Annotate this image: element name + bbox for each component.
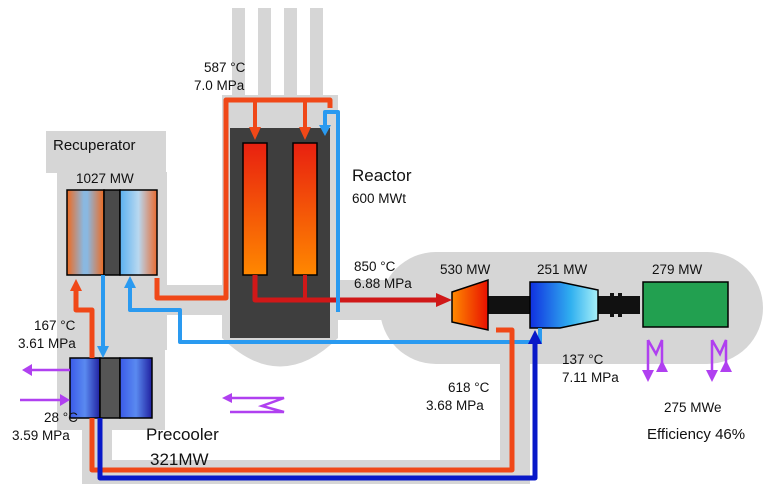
reactor-outlet-pressure: 6.88 MPa bbox=[354, 276, 412, 291]
precooler-bank-left bbox=[69, 357, 101, 419]
recuperator-title: Recuperator bbox=[53, 137, 136, 154]
precooler-out-pressure: 3.59 MPa bbox=[12, 428, 70, 443]
cavity-cooler-coil bbox=[230, 396, 285, 414]
compressor bbox=[529, 281, 599, 329]
flow-turbine-exhaust bbox=[89, 327, 515, 473]
compressor-outlet-pressure: 7.11 MPa bbox=[562, 370, 619, 385]
rod-drive-4 bbox=[310, 8, 323, 98]
efficiency: Efficiency 46% bbox=[647, 426, 746, 443]
arrow-to-turbine bbox=[436, 293, 452, 307]
net-output: 275 MWe bbox=[664, 400, 722, 415]
reactor-power: 600 MWt bbox=[352, 191, 407, 206]
flow-recuperator-to-reactor bbox=[154, 250, 229, 301]
reactor-inlet-pressure: 7.0 MPa bbox=[194, 78, 245, 93]
recuperator-label-box bbox=[46, 131, 166, 173]
fuel-channel-right bbox=[292, 142, 318, 276]
compressor-power: 251 MW bbox=[537, 262, 588, 277]
flow-compressor-to-recuperator bbox=[128, 282, 542, 344]
recuperator-duty: 1027 MW bbox=[76, 171, 134, 186]
precooler-title: Precooler bbox=[146, 425, 219, 444]
reactor-title: Reactor bbox=[352, 166, 412, 185]
arrow-inlet-left bbox=[249, 127, 261, 140]
precooler-divider bbox=[99, 357, 121, 419]
recuperator-bank-left bbox=[66, 189, 105, 276]
gen-cooler-left bbox=[646, 339, 664, 372]
fuel-channel-left bbox=[242, 142, 268, 276]
arrow-to-compressor bbox=[528, 330, 542, 344]
turbine bbox=[451, 278, 489, 331]
arrow-inlet-right bbox=[299, 127, 311, 140]
generator-power: 279 MW bbox=[652, 262, 703, 277]
turbine-power: 530 MW bbox=[440, 262, 491, 277]
flow-precooler-to-compressor bbox=[97, 340, 538, 481]
arrow-to-recuperator-hot bbox=[70, 279, 82, 291]
arrow-reactor-cooling bbox=[319, 125, 331, 136]
rod-drive-3 bbox=[284, 8, 297, 98]
flow-reactor-inlet bbox=[223, 97, 333, 250]
gen-cooler-right bbox=[710, 339, 728, 372]
flow-reactor-outlet bbox=[252, 275, 440, 303]
cooling-water bbox=[20, 339, 732, 414]
reactor-outlet-temp: 850 °C bbox=[354, 259, 396, 274]
precooler-out-temp: 28 °C bbox=[44, 410, 78, 425]
rod-drive-2 bbox=[258, 8, 271, 98]
compressor-outlet-temp: 137 °C bbox=[562, 352, 604, 367]
flow-exhaust-to-recuperator bbox=[73, 285, 95, 358]
reactor-inlet-temp: 587 °C bbox=[204, 60, 246, 75]
generator bbox=[642, 281, 729, 328]
precooler-in-pressure: 3.61 MPa bbox=[18, 336, 76, 351]
precooler-bank-right bbox=[119, 357, 153, 419]
precooler-duty: 321MW bbox=[150, 450, 209, 469]
flow-reactor-cooling bbox=[323, 110, 340, 312]
coupling-right bbox=[618, 293, 622, 317]
recuperator-bank-right bbox=[119, 189, 158, 276]
arrow-to-precooler bbox=[97, 346, 109, 358]
turbine-exhaust-temp: 618 °C bbox=[448, 380, 490, 395]
rod-drive-1 bbox=[232, 8, 245, 98]
flow-arrows bbox=[70, 125, 542, 358]
recuperator-divider bbox=[103, 189, 121, 276]
arrow-to-recuperator-cold bbox=[124, 276, 136, 288]
turbine-exhaust-pressure: 3.68 MPa bbox=[426, 398, 484, 413]
precooler-in-temp: 167 °C bbox=[34, 318, 76, 333]
coupling-left bbox=[610, 293, 614, 317]
